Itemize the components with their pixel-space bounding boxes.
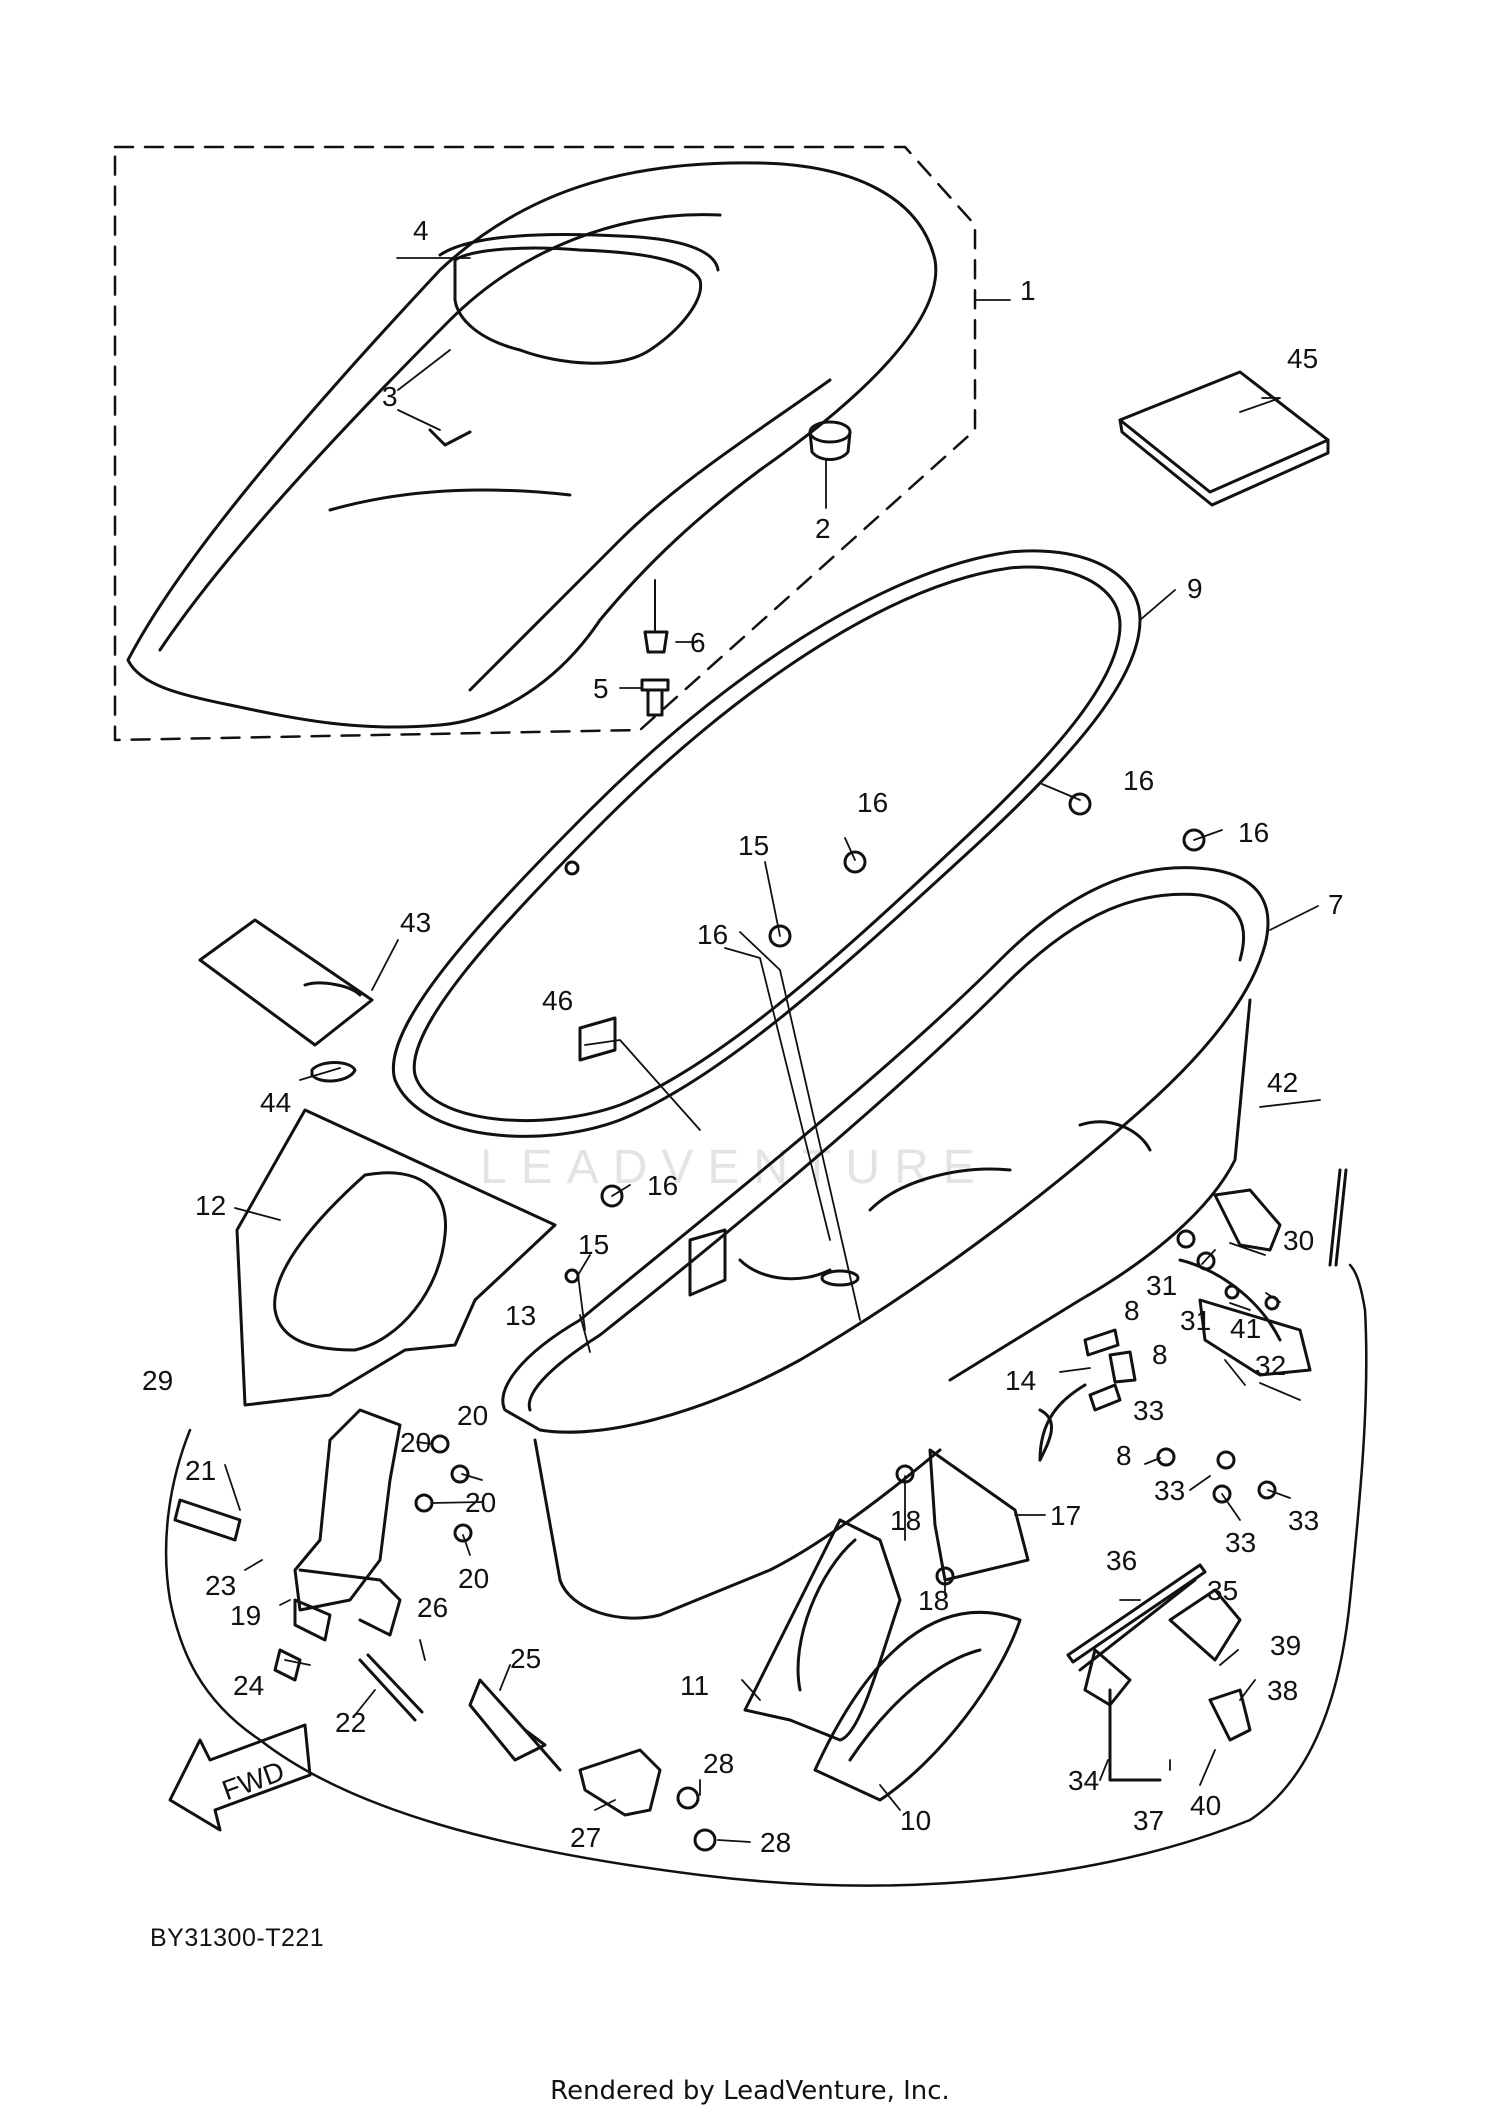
callout-7: 7 — [1328, 889, 1344, 920]
callout-15a: 15 — [738, 830, 769, 861]
callout-37: 37 — [1133, 1805, 1164, 1836]
callout-23: 23 — [205, 1570, 236, 1601]
mat-part-10 — [813, 1610, 1022, 1802]
callout-12: 12 — [195, 1190, 226, 1221]
callout-21: 21 — [185, 1455, 216, 1486]
link-part-27 — [578, 1748, 662, 1817]
rendered-by-footer: Rendered by LeadVenture, Inc. — [550, 2076, 950, 2106]
callout-16d: 16 — [697, 919, 728, 950]
callout-30: 30 — [1283, 1225, 1314, 1256]
callout-labels: 1 2 3 4 5 6 7 8 8 8 9 10 11 12 13 14 15 … — [142, 215, 1344, 1858]
grommet-part-2 — [808, 420, 852, 461]
callout-35: 35 — [1207, 1575, 1238, 1606]
ring-part-44 — [310, 1061, 357, 1083]
callout-38: 38 — [1267, 1675, 1298, 1706]
callout-18b: 18 — [918, 1585, 949, 1616]
callout-42: 42 — [1267, 1067, 1298, 1098]
callout-26: 26 — [417, 1592, 448, 1623]
callout-28b: 28 — [760, 1827, 791, 1858]
callout-31b: 31 — [1180, 1305, 1211, 1336]
callout-25: 25 — [510, 1643, 541, 1674]
callout-39: 39 — [1270, 1630, 1301, 1661]
callout-15b: 15 — [578, 1229, 609, 1260]
callout-43: 43 — [400, 907, 431, 938]
callout-19: 19 — [230, 1600, 261, 1631]
storage-box — [501, 866, 1270, 1620]
callout-10: 10 — [900, 1805, 931, 1836]
bolt-part-28 — [676, 1786, 717, 1852]
callout-28a: 28 — [703, 1748, 734, 1779]
callout-20c: 20 — [465, 1487, 496, 1518]
callout-13: 13 — [505, 1300, 536, 1331]
callout-5: 5 — [593, 673, 609, 704]
callout-36: 36 — [1106, 1545, 1137, 1576]
callout-9: 9 — [1187, 573, 1203, 604]
callout-40: 40 — [1190, 1790, 1221, 1821]
damper-part-25 — [468, 1678, 562, 1772]
leader-lines — [224, 257, 1321, 1843]
callout-16a: 16 — [1123, 765, 1154, 796]
callout-31a: 31 — [1146, 1270, 1177, 1301]
callout-33c: 33 — [1225, 1527, 1256, 1558]
hinge-assembly — [173, 1408, 402, 1682]
tool-pouch — [198, 918, 374, 1047]
callout-33a: 33 — [1133, 1395, 1164, 1426]
callout-33d: 33 — [1288, 1505, 1319, 1536]
callout-34: 34 — [1068, 1765, 1099, 1796]
callout-24: 24 — [233, 1670, 264, 1701]
callout-2: 2 — [815, 513, 831, 544]
seat-assembly-boundary — [113, 145, 977, 742]
bolt-part-5 — [640, 678, 670, 717]
callout-3: 3 — [382, 381, 398, 412]
callout-29: 29 — [142, 1365, 173, 1396]
callout-27: 27 — [570, 1822, 601, 1853]
callout-4: 4 — [413, 215, 429, 246]
callout-32: 32 — [1255, 1350, 1286, 1381]
plate-part-17 — [928, 1448, 1030, 1582]
fwd-arrow-icon — [168, 1723, 312, 1832]
rod-part-22 — [358, 1653, 424, 1722]
callout-11: 11 — [680, 1670, 709, 1701]
callout-1: 1 — [1020, 275, 1036, 306]
callout-8a: 8 — [1124, 1295, 1140, 1326]
callout-16b: 16 — [1238, 817, 1269, 848]
mat-part-11 — [743, 1518, 902, 1742]
callout-8c: 8 — [1116, 1440, 1132, 1471]
callout-18a: 18 — [890, 1505, 921, 1536]
label-part-46 — [578, 1016, 617, 1062]
latch-assembly — [1038, 1168, 1348, 1782]
callout-45: 45 — [1287, 343, 1318, 374]
callout-14: 14 — [1005, 1365, 1036, 1396]
owners-manual — [1118, 370, 1330, 507]
callout-17: 17 — [1050, 1500, 1081, 1531]
callout-6: 6 — [690, 627, 706, 658]
callout-22: 22 — [335, 1707, 366, 1738]
seat — [126, 161, 938, 729]
callout-16c: 16 — [857, 787, 888, 818]
watermark: LEADVENTURE — [480, 1141, 989, 1194]
callout-20d: 20 — [458, 1563, 489, 1594]
callout-20a: 20 — [400, 1427, 431, 1458]
callout-16e: 16 — [647, 1170, 678, 1201]
callout-46: 46 — [542, 985, 573, 1016]
cable-part-29 — [164, 1263, 1368, 1887]
callout-41: 41 — [1230, 1313, 1261, 1344]
mat-part-12 — [235, 1108, 557, 1407]
fwd-label: FWD — [218, 1755, 289, 1806]
callout-33b: 33 — [1154, 1475, 1185, 1506]
callout-8b: 8 — [1152, 1339, 1168, 1370]
fastener-part-6 — [643, 630, 669, 654]
diagram-code: BY31300-T221 — [150, 1924, 325, 1952]
callout-44: 44 — [260, 1087, 291, 1118]
fastener-icons — [414, 792, 1280, 1586]
callout-20b: 20 — [457, 1400, 488, 1431]
